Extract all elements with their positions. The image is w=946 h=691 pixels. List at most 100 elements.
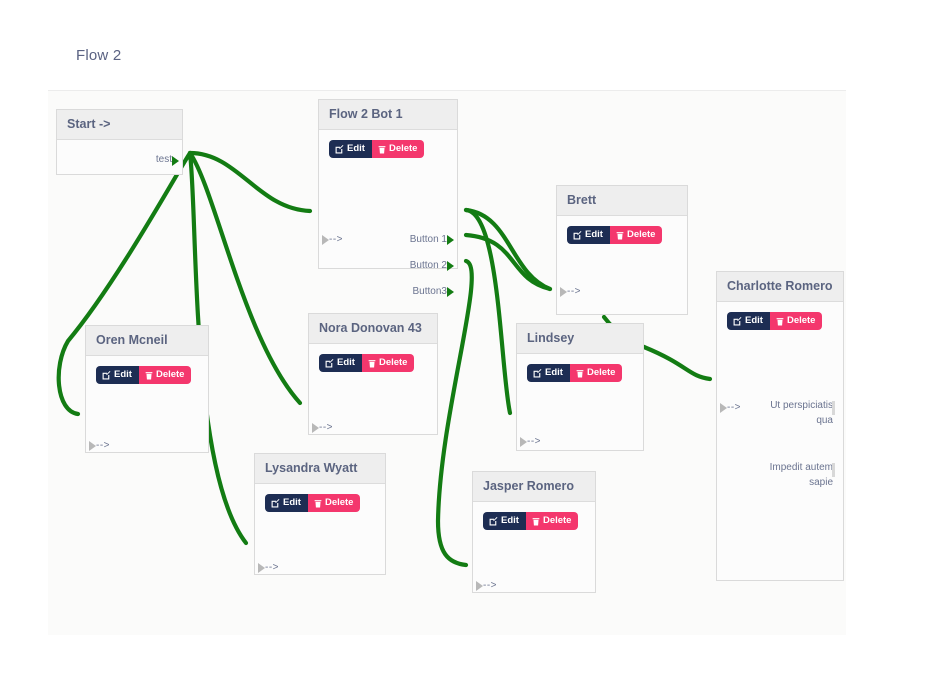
port-arrow-icon — [720, 403, 727, 413]
node-lysandra-wyatt[interactable]: Lysandra Wyatt Edit Delete --> — [254, 453, 386, 575]
edge-start-to-bot1 — [187, 150, 313, 214]
delete-button[interactable]: Delete — [361, 354, 415, 372]
delete-button[interactable]: Delete — [525, 512, 579, 530]
node-charlotte-romero-title: Charlotte Romero — [717, 272, 843, 302]
delete-button-label: Delete — [155, 369, 185, 380]
port-in-jasper-romero[interactable]: --> — [476, 580, 497, 591]
port-in-oren-mcneil-label: --> — [96, 440, 110, 451]
node-start-body: test — [57, 140, 182, 175]
delete-button[interactable]: Delete — [609, 226, 663, 244]
port-out-start-test[interactable]: test — [155, 154, 179, 166]
port-arrow-icon — [447, 261, 454, 271]
node-lindsey-title: Lindsey — [517, 324, 643, 354]
port-out-button-2-label: Button 2 — [409, 260, 447, 271]
node-brett[interactable]: Brett Edit Delete --> — [556, 185, 688, 315]
pencil-square-icon — [271, 498, 280, 507]
port-in-nora-donovan-43[interactable]: --> — [312, 422, 333, 433]
port-out-button-2[interactable]: Button 2 — [409, 260, 454, 271]
node-start-title: Start -> — [57, 110, 182, 140]
trash-icon — [314, 499, 322, 507]
port-in-brett-label: --> — [567, 286, 581, 297]
pencil-square-icon — [573, 230, 582, 239]
delete-button[interactable]: Delete — [138, 366, 192, 384]
delete-button[interactable]: Delete — [569, 364, 623, 382]
edge-lindsey-to-charlotte — [641, 344, 713, 382]
port-handle-icon — [832, 463, 835, 477]
node-lindsey-body: Edit Delete --> — [517, 354, 643, 451]
port-arrow-icon — [476, 581, 483, 591]
port-out-button-1[interactable]: Button 1 — [410, 234, 454, 245]
node-jasper-romero-actions: Edit Delete — [483, 512, 579, 530]
port-in-charlotte-romero[interactable]: --> — [720, 402, 741, 413]
node-charlotte-romero[interactable]: Charlotte Romero Edit Delete --> — [716, 271, 844, 581]
port-out-button-3[interactable]: Button3 — [412, 286, 454, 297]
edit-button-label: Edit — [545, 367, 563, 378]
node-jasper-romero-title: Jasper Romero — [473, 472, 595, 502]
pencil-square-icon — [733, 316, 742, 325]
node-nora-donovan-43-actions: Edit Delete — [319, 354, 415, 372]
pencil-square-icon — [335, 144, 344, 153]
node-flow2-bot1[interactable]: Flow 2 Bot 1 Edit Delete --> — [318, 99, 458, 297]
port-in-oren-mcneil[interactable]: --> — [89, 440, 110, 451]
edge-button1-cross-to-brett — [463, 207, 553, 292]
delete-button[interactable]: Delete — [307, 494, 361, 512]
port-out-charlotte-2[interactable]: Impedit autem sapie — [755, 460, 835, 490]
edge-button3-to-jasper — [435, 258, 474, 568]
delete-button-label: Delete — [626, 229, 656, 240]
page-title: Flow 2 — [76, 47, 122, 64]
port-in-brett[interactable]: --> — [560, 286, 581, 297]
edit-button[interactable]: Edit — [483, 512, 526, 530]
edit-button[interactable]: Edit — [329, 140, 372, 158]
node-oren-mcneil[interactable]: Oren Mcneil Edit Delete --> — [85, 325, 209, 453]
port-in-flow2-bot1-label: --> — [329, 234, 343, 245]
port-in-lindsey[interactable]: --> — [520, 436, 541, 447]
delete-button-label: Delete — [388, 143, 418, 154]
node-nora-donovan-43[interactable]: Nora Donovan 43 Edit Delete --> — [308, 313, 438, 435]
node-lindsey-actions: Edit Delete — [527, 364, 623, 382]
trash-icon — [145, 371, 153, 379]
edit-button-label: Edit — [337, 357, 355, 368]
edge-button1-to-lindsey — [463, 207, 513, 416]
delete-button-label: Delete — [324, 497, 354, 508]
port-out-charlotte-1-label: Ut perspiciatis qua — [770, 400, 833, 426]
delete-button[interactable]: Delete — [769, 312, 823, 330]
edit-button-label: Edit — [283, 497, 301, 508]
delete-button-label: Delete — [378, 357, 408, 368]
node-lysandra-wyatt-actions: Edit Delete — [265, 494, 361, 512]
port-out-button-3-label: Button3 — [412, 286, 447, 297]
port-in-flow2-bot1[interactable]: --> — [322, 234, 343, 245]
node-oren-mcneil-title: Oren Mcneil — [86, 326, 208, 356]
node-brett-title: Brett — [557, 186, 687, 216]
edit-button[interactable]: Edit — [319, 354, 362, 372]
port-arrow-icon — [89, 441, 96, 451]
edit-button[interactable]: Edit — [265, 494, 308, 512]
delete-button-label: Delete — [586, 367, 616, 378]
node-lindsey[interactable]: Lindsey Edit Delete --> — [516, 323, 644, 451]
node-flow2-bot1-actions: Edit Delete — [329, 140, 425, 158]
flow-header-card: Flow 2 — [48, 29, 846, 91]
port-handle-icon — [832, 401, 835, 415]
port-out-charlotte-2-label: Impedit autem sapie — [769, 462, 833, 488]
node-brett-body: Edit Delete --> — [557, 216, 687, 315]
node-flow2-bot1-body: Edit Delete --> Button 1 Button 2 — [319, 130, 457, 297]
edit-button[interactable]: Edit — [527, 364, 570, 382]
edit-button[interactable]: Edit — [727, 312, 770, 330]
node-lysandra-wyatt-title: Lysandra Wyatt — [255, 454, 385, 484]
delete-button[interactable]: Delete — [371, 140, 425, 158]
trash-icon — [378, 145, 386, 153]
port-in-lysandra-wyatt[interactable]: --> — [258, 562, 279, 573]
edit-button[interactable]: Edit — [567, 226, 610, 244]
flow-canvas[interactable]: Start -> test Flow 2 Bot 1 Edit — [48, 91, 846, 635]
port-in-nora-donovan-43-label: --> — [319, 422, 333, 433]
trash-icon — [616, 231, 624, 239]
node-start[interactable]: Start -> test — [56, 109, 183, 175]
edit-button-label: Edit — [585, 229, 603, 240]
node-jasper-romero[interactable]: Jasper Romero Edit Delete --> — [472, 471, 596, 593]
port-arrow-icon — [520, 437, 527, 447]
port-arrow-icon — [258, 563, 265, 573]
node-jasper-romero-body: Edit Delete --> — [473, 502, 595, 593]
edit-button[interactable]: Edit — [96, 366, 139, 384]
port-out-charlotte-1[interactable]: Ut perspiciatis qua — [755, 398, 835, 428]
node-oren-mcneil-body: Edit Delete --> — [86, 356, 208, 453]
port-out-start-test-label: test — [155, 154, 172, 165]
